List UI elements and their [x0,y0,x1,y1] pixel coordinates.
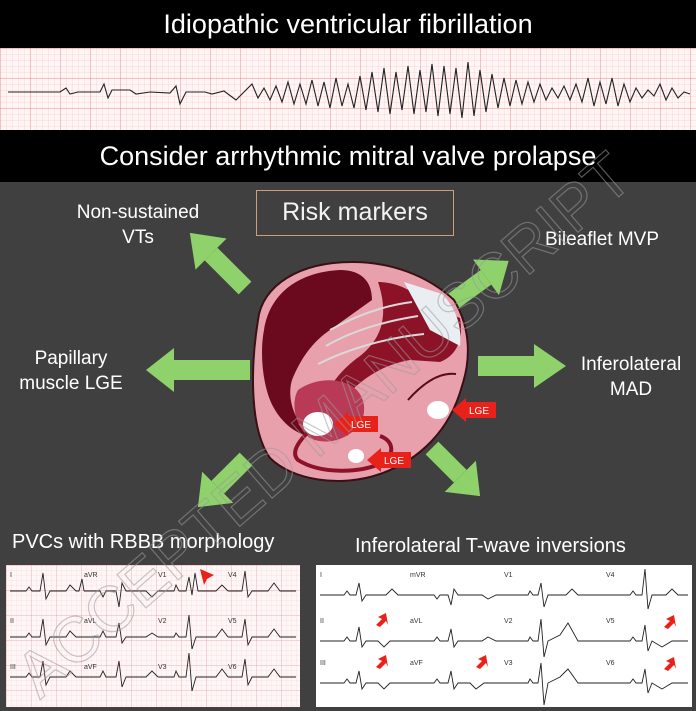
label-bileaflet: Bileaflet MVP [522,227,682,252]
label-mad-line1: Inferolateral [580,354,682,375]
heart-diagram: LGE LGE LGE [146,232,566,508]
lge-tag-3: LGE [367,448,411,472]
right-lead-III: III [320,660,326,667]
right-lead-V6: V6 [606,660,615,667]
left-lead-V3: V3 [158,664,167,671]
label-pvc: PVCs with RBBB morphology [12,531,275,553]
left-lead-V4: V4 [228,572,237,579]
lge-blob-2 [427,401,449,419]
right-lead-V3: V3 [504,660,513,667]
arrow-twave [425,441,481,497]
twave-pointer-V5 [664,615,676,629]
lge-tag-3-text: LGE [384,456,404,467]
arrow-pvc [197,452,253,508]
risk-markers-title: Risk markers [256,190,454,236]
left-lead-III: III [10,664,16,671]
label-nsvt: Non-sustained VTs [40,200,236,250]
left-lead-V5: V5 [228,618,237,625]
vf-ecg-strip [0,48,696,130]
label-mad: Inferolateral MAD [566,352,696,402]
subtitle-banner: Consider arrhythmic mitral valve prolaps… [0,130,696,182]
lge-tag-2: LGE [452,398,496,422]
left-lead-aVR: aVR [84,572,98,579]
arrow-papillary [146,348,250,392]
twave-pointer-aVF [476,655,488,669]
lge-tag-1-text: LGE [351,420,371,431]
label-papillary: Papillary muscle LGE [0,346,142,396]
lge-tag-1: LGE [334,412,378,436]
twave-pointer-III [376,655,388,669]
label-nsvt-line2: VTs [122,227,154,248]
label-bileaflet-text: Bileaflet MVP [544,229,660,250]
twave-pointer-V6 [664,657,676,671]
right-lead-mVR: mVR [410,572,426,579]
title-banner: Idiopathic ventricular fibrillation [0,0,696,48]
twave-pointer-II [376,613,388,627]
label-twave: Inferolateral T-wave inversions [355,535,626,557]
left-lead-II: II [10,618,14,625]
lge-blob-3 [348,449,364,463]
vf-trace [8,61,691,119]
ecg-pvc-rbbb: I aVR V1 V4 II aVL V2 V5 III aVF V3 V6 [6,565,300,707]
right-lead-V2: V2 [504,618,513,625]
right-lead-II: II [320,618,324,625]
left-lead-V6: V6 [228,664,237,671]
right-lead-aVF: aVF [410,660,423,667]
left-lead-V1: V1 [158,572,167,579]
label-mad-line2: MAD [609,379,653,400]
lge-tag-2-text: LGE [469,406,489,417]
lge-blob-1 [303,412,333,436]
left-lead-V2: V2 [158,618,167,625]
label-nsvt-line1: Non-sustained [76,202,200,223]
right-lead-aVL: aVL [410,618,423,625]
left-lead-I: I [10,572,12,579]
label-papillary-line1: Papillary [34,348,108,369]
left-lead-aVL: aVL [84,618,97,625]
label-papillary-line2: muscle LGE [19,373,123,394]
arrow-nsvt [189,232,252,295]
ecg-twave-inversions: I mVR V1 V4 II aVL V2 V5 III aVF V3 V6 [316,565,692,707]
pvc-red-pointer [200,569,214,585]
right-lead-V4: V4 [606,572,615,579]
left-lead-aVF: aVF [84,664,97,671]
arrow-mad [478,344,566,388]
right-lead-V5: V5 [606,618,615,625]
right-lead-V1: V1 [504,572,513,579]
heart-illustration [252,260,469,482]
arrow-bileaflet [446,259,509,310]
right-lead-I: I [320,572,322,579]
